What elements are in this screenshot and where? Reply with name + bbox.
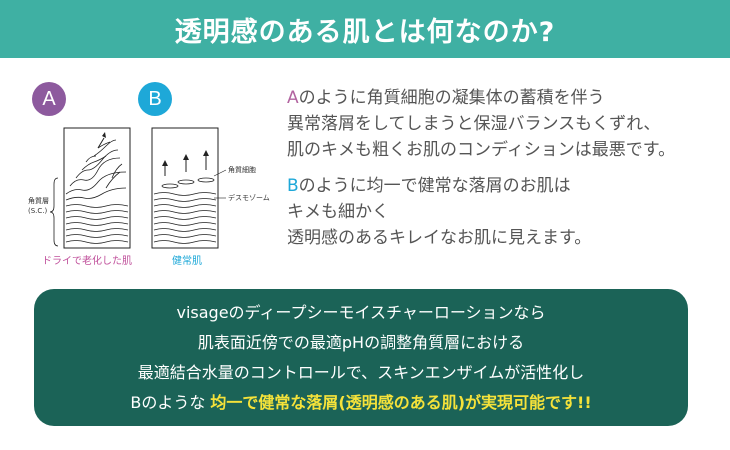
bottom-line-4-prefix: Bのような (130, 392, 206, 412)
para-a-line1: のように角質細胞の凝集体の蓄積を伴う (298, 88, 605, 108)
caption-dry-skin: ドライで老化した肌 (42, 256, 132, 267)
label-sc: (S.C.) (28, 207, 48, 215)
marker-a: A (287, 88, 299, 108)
label-stratum: 角質層 (28, 197, 49, 205)
para-b-line2: キメも細かく (287, 202, 389, 222)
stratum-bracket (49, 177, 59, 247)
para-b-line3: 透明感のあるキレイなお肌に見えます。 (287, 228, 592, 248)
panel-a-drawing (63, 127, 131, 249)
panel-b-drawing (151, 127, 227, 249)
badge-a: A (32, 82, 66, 116)
bottom-highlight: 均一で健常な落屑(透明感のある肌)が実現可能です!! (210, 392, 592, 412)
skin-illustration: A B (20, 82, 270, 272)
bottom-line-2: 肌表面近傍での最適pHの調整角質層における (197, 332, 525, 352)
header-banner: 透明感のある肌とは何なのか? (0, 0, 730, 58)
bottom-line-3: 最適結合水量のコントロールで、スキンエンザイムが活性化し (137, 362, 585, 382)
bottom-line-1: visageのディープシーモイスチャーローションなら (176, 302, 546, 322)
para-a-line2: 異常落屑をしてしまうと保湿バランスもくずれ、 (287, 114, 661, 134)
page-title: 透明感のある肌とは何なのか? (174, 16, 556, 48)
para-a-line3: 肌のキメも粗くお肌のコンディションは最悪です。 (287, 140, 676, 160)
para-b-line1: のように均一で健常な落屑のお肌は (298, 176, 571, 196)
badge-b: B (138, 82, 172, 116)
bottom-line-4: Bのような 均一で健常な落屑(透明感のある肌)が実現可能です!! (130, 388, 591, 418)
product-message-box: visageのディープシーモイスチャーローションなら 肌表面近傍での最適pHの調… (34, 289, 688, 426)
explanation-text: Aのように角質細胞の凝集体の蓄積を伴う 異常落屑をしてしまうと保湿バランスもくず… (287, 85, 717, 251)
marker-b: B (287, 176, 299, 196)
skin-cross-section-drawing (49, 127, 227, 249)
caption-healthy-skin: 健常肌 (172, 256, 202, 267)
label-desmosome: デスモゾーム (228, 194, 270, 202)
paragraph-a: Aのように角質細胞の凝集体の蓄積を伴う 異常落屑をしてしまうと保湿バランスもくず… (287, 85, 717, 163)
label-kakushitsu-cell: 角質細胞 (228, 166, 256, 174)
paragraph-b: Bのように均一で健常な落屑のお肌は キメも細かく 透明感のあるキレイなお肌に見え… (287, 173, 717, 251)
